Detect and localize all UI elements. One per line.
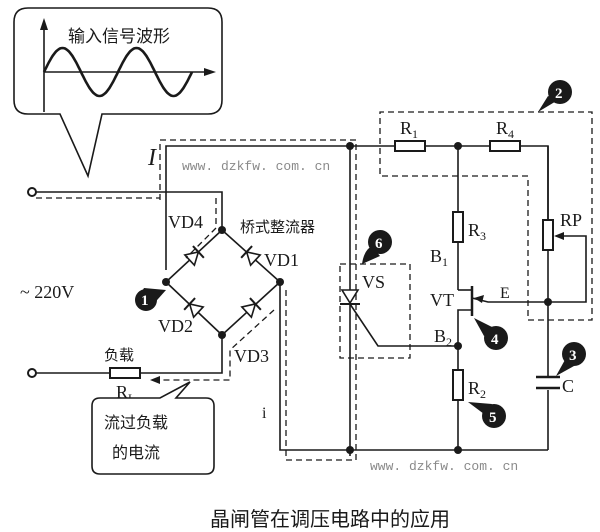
current-label-lower: i bbox=[262, 405, 267, 422]
label-vd2: VD2 bbox=[158, 316, 193, 336]
label-vd4: VD4 bbox=[168, 212, 203, 232]
sine-wave bbox=[42, 46, 194, 98]
resistor-r3 bbox=[452, 211, 464, 243]
rp-label: RP bbox=[560, 210, 582, 230]
callout-2: 2 bbox=[538, 80, 572, 112]
resistor-r2 bbox=[452, 369, 464, 401]
c-label: C bbox=[562, 376, 574, 396]
potentiometer-rp bbox=[542, 219, 554, 251]
diode-vd4-icon bbox=[183, 245, 205, 267]
label-vd1: VD1 bbox=[264, 250, 299, 270]
svg-text:1: 1 bbox=[141, 293, 149, 309]
wire-load bbox=[36, 335, 223, 374]
y-axis-arrow-icon bbox=[40, 18, 48, 30]
bridge-rectifier: VD4 VD1 VD2 VD3 桥式整流器 bbox=[158, 212, 315, 366]
load-bubble-line2: 的电流 bbox=[112, 443, 160, 462]
wire-top-rail bbox=[36, 145, 351, 456]
load-bubble-line1: 流过负载 bbox=[104, 413, 168, 432]
node-emitter bbox=[544, 298, 552, 306]
node-bottom-left bbox=[346, 446, 354, 454]
supply-voltage-label: ~ 220V bbox=[20, 282, 74, 302]
emitter-arrow-icon bbox=[474, 295, 484, 303]
svg-text:4: 4 bbox=[491, 332, 499, 348]
diode-vd3-icon bbox=[240, 297, 262, 319]
ac-terminal-bottom bbox=[27, 368, 37, 378]
watermark-top: www. dzkfw. com. cn bbox=[182, 159, 330, 174]
r3-label: R3 bbox=[468, 220, 486, 243]
wire-bridge-top bbox=[166, 191, 223, 230]
svg-text:3: 3 bbox=[569, 348, 577, 364]
load-resistor-rl bbox=[109, 367, 141, 379]
svg-text:2: 2 bbox=[555, 86, 563, 102]
current-path-load bbox=[158, 309, 275, 381]
b1-label: B1 bbox=[430, 246, 448, 269]
r1-label: R1 bbox=[400, 118, 418, 141]
b2-label: B2 bbox=[434, 326, 452, 349]
current-path-upper bbox=[159, 139, 357, 461]
watermark-bottom: www. dzkfw. com. cn bbox=[370, 459, 518, 474]
wiper-arrow-icon bbox=[554, 232, 564, 240]
callout-6: 6 bbox=[360, 230, 392, 266]
current-path-vd4 bbox=[185, 198, 217, 259]
region-2-dashed bbox=[379, 111, 593, 321]
r4-label: R4 bbox=[496, 118, 514, 141]
r2-label: R2 bbox=[468, 378, 486, 401]
figure-caption: 晶闸管在调压电路中的应用 bbox=[210, 507, 450, 531]
load-label: 负载 bbox=[104, 346, 134, 364]
callout-3: 3 bbox=[556, 342, 586, 376]
ujt-vt: VT E B2 bbox=[430, 285, 548, 450]
svg-text:6: 6 bbox=[375, 236, 383, 252]
e-label: E bbox=[500, 285, 510, 302]
diode-vd2-icon bbox=[183, 297, 205, 319]
resistor-r1 bbox=[394, 140, 426, 152]
load-current-bubble: 流过负载 的电流 bbox=[91, 381, 215, 475]
vt-label: VT bbox=[430, 290, 454, 310]
node-bottom-mid bbox=[454, 446, 462, 454]
current-label-upper: I bbox=[147, 145, 157, 171]
diode-vd1-icon bbox=[240, 245, 262, 267]
label-vd3: VD3 bbox=[234, 346, 269, 366]
x-axis-arrow-icon bbox=[204, 68, 216, 76]
vs-label: VS bbox=[362, 272, 385, 292]
wire-bottom-rail bbox=[279, 282, 548, 451]
wire-r1-r4 bbox=[350, 145, 549, 220]
ac-terminal-top bbox=[27, 187, 37, 197]
input-waveform-bubble: 输入信号波形 bbox=[13, 7, 223, 179]
input-waveform-label: 输入信号波形 bbox=[68, 27, 170, 47]
resistor-r4 bbox=[489, 140, 521, 152]
callout-5: 5 bbox=[468, 402, 506, 428]
svg-text:5: 5 bbox=[489, 410, 497, 426]
node-b2 bbox=[454, 342, 462, 350]
bridge-rectifier-label: 桥式整流器 bbox=[240, 218, 315, 236]
rp-wiper-wire bbox=[548, 235, 587, 303]
thyristor-vs: VS bbox=[339, 263, 456, 359]
callout-1: 1 bbox=[135, 288, 166, 311]
current-arrow-icon bbox=[150, 376, 160, 384]
callout-4: 4 bbox=[474, 318, 508, 350]
vs-dashed-region bbox=[339, 263, 411, 359]
